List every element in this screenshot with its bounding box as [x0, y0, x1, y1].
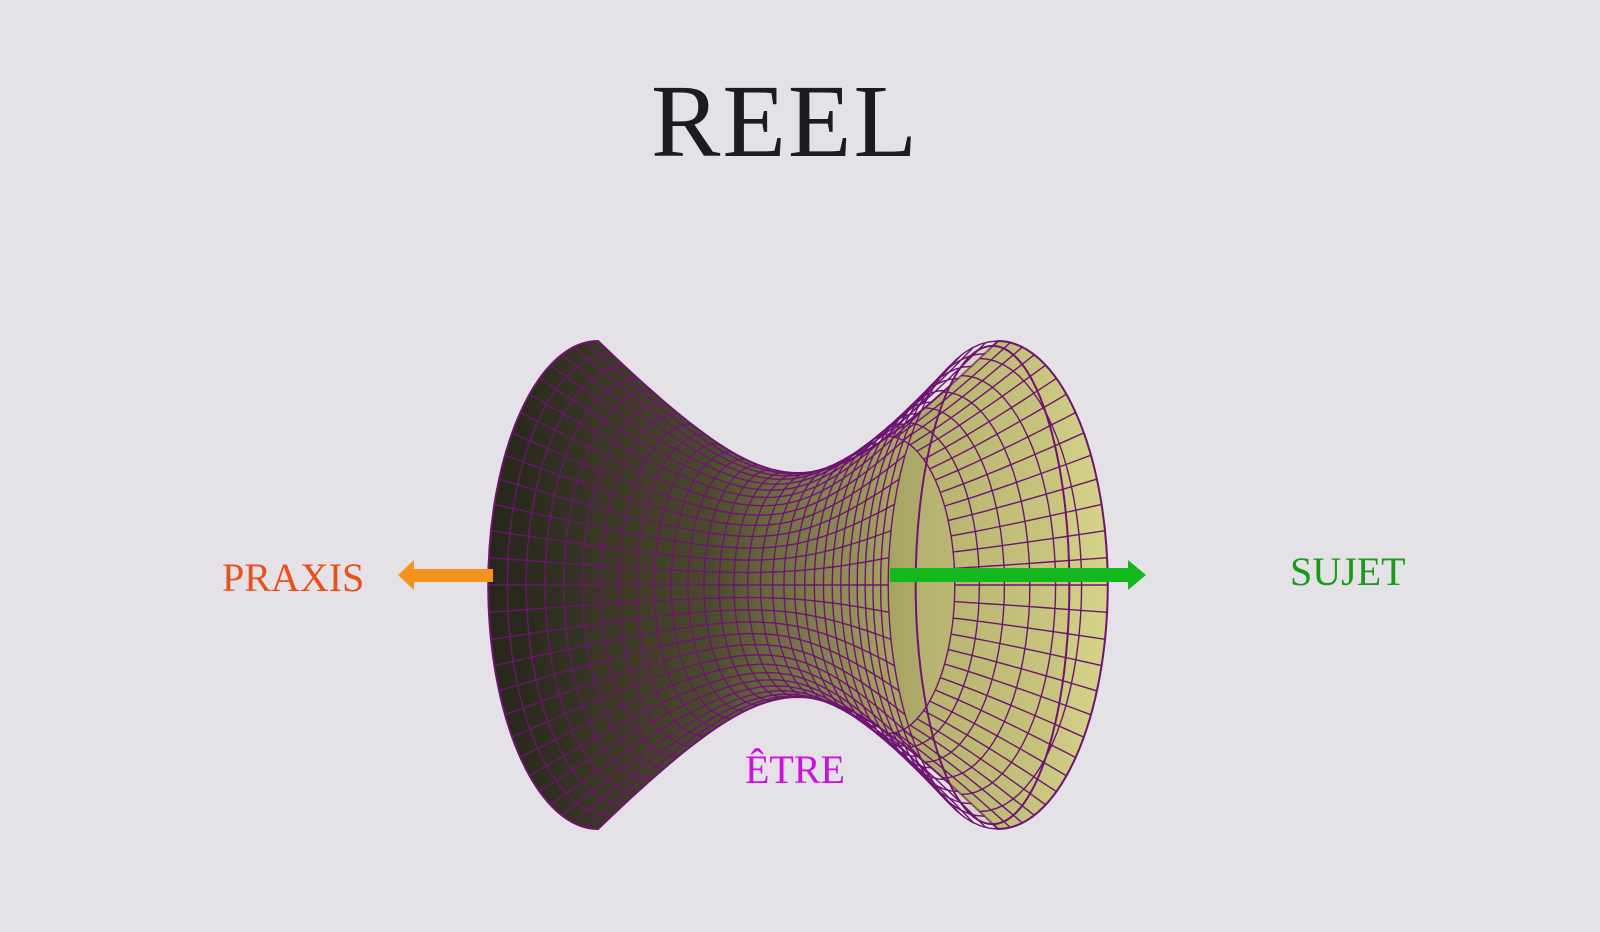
mesh-profile-line	[504, 454, 906, 527]
sujet-arrow	[890, 560, 1146, 590]
label-etre: ÊTRE	[745, 747, 845, 792]
mesh-profile-line	[490, 609, 892, 640]
mesh-profile-line	[561, 689, 963, 816]
mesh-profile-line	[490, 530, 892, 561]
mesh-profile-line	[488, 557, 890, 574]
mesh-profile-line	[488, 596, 890, 613]
mesh-profile-line	[520, 411, 921, 507]
mesh-profile-line	[529, 671, 931, 777]
surface-mesh	[487, 340, 1109, 830]
mesh-interior-ring	[906, 422, 981, 748]
mesh-profile-line	[494, 503, 895, 549]
mesh-interior-ring	[979, 357, 1083, 813]
mesh-profile-line	[573, 693, 975, 824]
mesh-interior-ring	[887, 435, 956, 735]
mesh-interior-ring	[942, 391, 1031, 779]
label-sujet: SUJET	[1290, 549, 1406, 594]
mesh-interior-ring	[997, 340, 1109, 830]
mesh-profile-line	[520, 663, 921, 759]
mesh-profile-line	[539, 679, 941, 793]
mesh-profile-line	[504, 643, 906, 716]
diagram-title: REEL	[651, 64, 919, 179]
mesh-profile-line	[498, 478, 900, 538]
mesh-profile-line	[539, 377, 941, 491]
label-praxis: PRAXIS	[222, 555, 365, 600]
mesh-profile-line	[494, 621, 895, 667]
praxis-arrow	[398, 560, 493, 590]
mesh-profile-line	[498, 632, 900, 692]
mesh-interior-ring	[924, 407, 1006, 763]
mesh-profile-line	[585, 695, 987, 829]
mesh-profile-line	[549, 364, 951, 485]
mesh-profile-line	[529, 393, 931, 499]
mesh-profile-line	[585, 341, 987, 475]
mesh-profile-line	[511, 432, 913, 516]
mesh-interior-ring	[961, 374, 1057, 796]
mesh-profile-line	[511, 654, 913, 738]
